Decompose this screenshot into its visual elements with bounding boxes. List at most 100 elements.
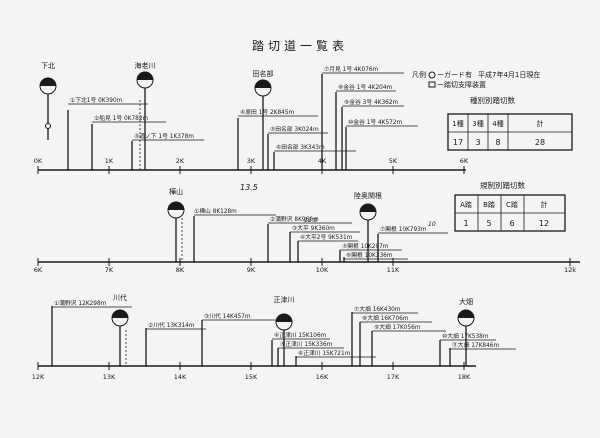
tick-r3-3: 15K — [245, 373, 258, 381]
station-marker-icon — [39, 77, 57, 95]
handwritten-note-1: 13.5 — [240, 183, 258, 192]
station-ebikawa: 海老川 — [135, 61, 156, 70]
table2-v2: 5 — [486, 219, 491, 228]
crossing-r1-4: ④原田 1号 2K845m — [240, 109, 295, 116]
station-shoutsugawa: 正津川 — [274, 296, 295, 304]
guard-legend-icon — [428, 71, 436, 79]
crossing-r2-1: ①樺山 8K128m — [194, 207, 237, 215]
tick-r3-6: 18K — [458, 373, 471, 381]
table2-v4: 12 — [539, 219, 549, 228]
crossing-r2-3: ③大平 9K360m — [292, 224, 335, 232]
table1-v3: 8 — [495, 138, 500, 147]
route-row-3: 12K 13K 14K 15K 16K 17K 18K 川代 正津川 大畑 ①蒲… — [32, 293, 516, 381]
table1-v1: 17 — [453, 138, 463, 147]
date-label: 平成7年4月1日現在 — [478, 70, 540, 79]
tick-r3-2: 14K — [174, 373, 187, 381]
crossing-r3-2: ②川代 13K314m — [148, 321, 195, 329]
tick-r1-3: 3K — [247, 157, 256, 165]
crossing-r1-3: ③道ノ下 1号 1K378m — [134, 132, 194, 140]
crossing-r1-7: ⑦月見 1号 4K076m — [324, 66, 379, 73]
route-row-2: 6K 7K 8K 9K 10K 11K 12k 樺山 陸奥関根 13.5 12.… — [34, 183, 580, 274]
route-row-1: 0K 1K 2K 3K 4K 5K 6K 下北 海老川 田名部 ①下北1号 0K… — [34, 61, 469, 174]
crossing-r3-9: ⑨大畑 17K056m — [374, 323, 421, 331]
crossing-r3-7: ⑦大畑 16K430m — [354, 305, 401, 313]
table1-h2: 3種 — [472, 120, 483, 128]
crossing-r2-5: ⑤関根 10K207m — [342, 242, 389, 250]
station-marker-icon — [254, 79, 272, 97]
handwritten-note-2: 12.0 — [304, 217, 318, 224]
station-kawashiro: 川代 — [113, 293, 127, 302]
crossing-r2-2: ②蒲野沢 8K960m — [270, 215, 319, 223]
tick-r1-0: 0K — [34, 157, 43, 165]
tick-r2-3: 9K — [247, 266, 256, 274]
station-kabayama: 樺山 — [169, 187, 183, 196]
crossing-r2-7: ⑦関根 10K793m — [380, 225, 427, 233]
crossing-r1-1: ①下北1号 0K390m — [70, 96, 123, 104]
station-marker-icon — [167, 201, 185, 219]
crossing-r1-10: ⑩金谷 1号 4K572m — [348, 118, 403, 126]
crossing-r3-10: ⑩大畑 17K538m — [442, 332, 489, 340]
tick-r3-0: 12K — [32, 373, 45, 381]
station-marker-icon — [457, 309, 475, 327]
tick-r1-2: 2K — [176, 157, 185, 165]
crossing-r2-6: ⑥関根 10K336m — [346, 251, 393, 259]
tick-r2-4: 10K — [316, 266, 329, 274]
tick-r3-1: 13K — [103, 373, 116, 381]
crossing-r1-6: ⑥田名部 3K343m — [276, 143, 325, 151]
station-marker-icon — [275, 313, 293, 331]
handwritten-note-3: 10 — [428, 221, 436, 228]
table1-h4: 計 — [537, 119, 544, 128]
tick-r2-0: 6K — [34, 266, 43, 274]
tick-r1-6: 6K — [460, 157, 469, 165]
station-tanabu: 田名部 — [253, 69, 274, 78]
legend-prefix: 凡例 — [412, 70, 426, 79]
table1-h3: 4種 — [492, 120, 503, 128]
table1-v4: 28 — [535, 138, 545, 147]
crossing-r1-5: ⑤田名部 3K024m — [270, 125, 319, 133]
table2-v1: 1 — [463, 219, 468, 228]
crossing-r2-4: ④大平2号 9K531m — [300, 233, 353, 241]
tick-r3-5: 17K — [387, 373, 400, 381]
station-shimokita: 下北 — [41, 62, 55, 70]
table2-h2: B踏 — [483, 200, 495, 209]
crossing-r3-4: ④正津川 15K106m — [274, 332, 327, 339]
table2-v3: 6 — [509, 219, 514, 228]
crossing-r3-8: ⑧大畑 16K706m — [362, 314, 409, 322]
crossing-r3-11: ⑪大畑 17K846m — [452, 341, 499, 349]
crossing-r3-5: ⑤正津川 15K336m — [280, 341, 333, 348]
tick-r2-5: 11K — [387, 266, 400, 274]
tick-r1-5: 5K — [389, 157, 398, 165]
table1-title: 種別別踏切数 — [470, 95, 515, 105]
table2-h3: C踏 — [506, 200, 518, 209]
station-mutsusekine: 陸奥関根 — [354, 191, 382, 200]
crossing-r1-9: ⑨金谷 3号 4K362m — [344, 98, 399, 106]
crossing-r3-1: ①蒲野沢 12K298m — [54, 299, 107, 307]
tick-r1-1: 1K — [105, 157, 114, 165]
legend: 凡例 ーガード有 ー踏切支障装置 — [412, 70, 486, 89]
legend-device: ー踏切支障装置 — [437, 80, 486, 89]
station-marker-icon — [136, 71, 154, 89]
regulation-count-table: 規制別踏切数 A踏 B踏 C踏 計 1 5 6 12 — [454, 180, 566, 232]
crossing-r3-6: ⑥正津川 15K721m — [298, 350, 351, 357]
table2-title: 規制別踏切数 — [480, 180, 525, 190]
station-oohata: 大畑 — [459, 297, 473, 306]
table1-v2: 3 — [475, 138, 480, 147]
guard-icon — [45, 123, 51, 129]
page-title: 踏切道一覧表 — [252, 39, 348, 53]
crossing-r1-8: ⑧金谷 1号 4K204m — [338, 83, 393, 91]
crossing-r3-3: ③川代 14K457m — [204, 312, 251, 320]
crossing-r1-2: ②船見 1号 0K782m — [94, 114, 149, 122]
table1-h1: 1種 — [452, 120, 463, 128]
tick-r2-1: 7K — [105, 266, 114, 274]
device-legend-icon — [428, 81, 436, 88]
table2-h4: 計 — [541, 200, 548, 209]
type-count-table: 種別別踏切数 1種 3種 4種 計 17 3 8 28 — [447, 95, 573, 151]
tick-r2-6: 12k — [564, 266, 576, 274]
table2-h1: A踏 — [460, 200, 472, 209]
tick-r3-4: 16K — [316, 373, 329, 381]
legend-guard: ーガード有 — [437, 70, 472, 79]
station-marker-icon — [111, 309, 129, 327]
tick-r2-2: 8K — [176, 266, 185, 274]
